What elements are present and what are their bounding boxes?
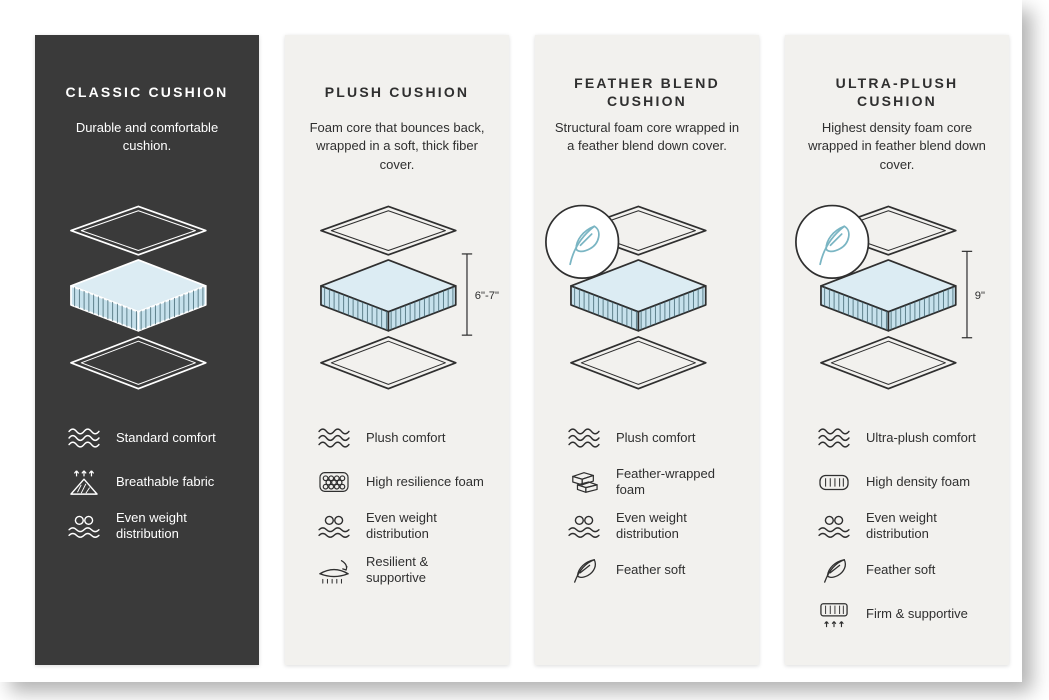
feature-item: Plush comfort [565, 421, 735, 455]
feature-item: Feather-wrapped foam [565, 465, 735, 499]
card-description: Foam core that bounces back, wrapped in … [309, 120, 485, 172]
firm-icon [815, 600, 853, 628]
measurement-label: 6"-7" [475, 290, 499, 302]
feature-label: High density foam [866, 473, 971, 489]
card-description: Structural foam core wrapped in a feathe… [554, 120, 740, 154]
waves-icon [315, 424, 353, 452]
feature-item: Plush comfort [315, 421, 485, 455]
feature-item: Resilient & supportive [315, 553, 485, 587]
weight-distribution-icon [315, 512, 353, 540]
feature-label: Firm & supportive [866, 605, 968, 621]
feature-item: Firm & supportive [815, 597, 985, 631]
waves-icon [65, 424, 103, 452]
feature-label: Even weight distribution [616, 509, 687, 541]
card-feather-blend-cushion: FEATHER BLEND CUSHION Structural foam co… [535, 35, 759, 665]
feature-label: Ultra-plush comfort [866, 429, 976, 445]
infographic-sheet: CLASSIC CUSHION Durable and comfortable … [35, 35, 1009, 665]
density-icon [815, 468, 853, 496]
feature-item: Even weight distribution [65, 509, 235, 543]
card-classic-cushion: CLASSIC CUSHION Durable and comfortable … [35, 35, 259, 665]
feather-badge-icon [795, 204, 870, 279]
feature-item: Even weight distribution [315, 509, 485, 543]
card-description: Durable and comfortable cushion. [75, 120, 219, 154]
measurement-label: 9" [975, 290, 985, 302]
card-description: Highest density foam core wrapped in fea… [808, 120, 986, 172]
feature-label: High resilience foam [366, 473, 484, 489]
cushion-comparison: CLASSIC CUSHION Durable and comfortable … [35, 35, 1009, 665]
feature-label: Breathable fabric [116, 473, 215, 489]
height-measurement: 9" [961, 250, 985, 339]
card-title: FEATHER BLEND CUSHION [574, 74, 720, 109]
feature-list: Plush comfort Feather-wrapped foam Even … [549, 415, 745, 597]
feature-item: Even weight distribution [815, 509, 985, 543]
feature-label: Feather-wrapped foam [616, 465, 715, 497]
cushion-illustration: 9" [795, 181, 995, 415]
breathable-icon [65, 468, 103, 496]
feature-label: Even weight distribution [366, 509, 437, 541]
feature-item: High resilience foam [315, 465, 485, 499]
waves-icon [565, 424, 603, 452]
feature-item: Feather soft [565, 553, 735, 587]
card-title: ULTRA-PLUSH CUSHION [835, 74, 959, 109]
feature-list: Standard comfort Breathable fabric Even … [49, 415, 245, 553]
feature-item: Ultra-plush comfort [815, 421, 985, 455]
card-plush-cushion: PLUSH CUSHION Foam core that bounces bac… [285, 35, 509, 665]
feature-label: Plush comfort [616, 429, 696, 445]
height-measurement: 6"-7" [461, 253, 499, 336]
feature-item: High density foam [815, 465, 985, 499]
feature-label: Even weight distribution [116, 509, 187, 541]
feature-label: Resilient & supportive [366, 553, 429, 585]
feature-item: Even weight distribution [565, 509, 735, 543]
feather-icon [815, 556, 853, 584]
foam-bubbles-icon [315, 468, 353, 496]
feather-badge-icon [545, 204, 620, 279]
feature-label: Even weight distribution [866, 509, 937, 541]
feature-list: Plush comfort High resilience foam Even … [299, 415, 495, 597]
feature-list: Ultra-plush comfort High density foam Ev… [799, 415, 995, 641]
feature-label: Feather soft [616, 561, 686, 577]
weight-distribution-icon [815, 512, 853, 540]
feature-item: Feather soft [815, 553, 985, 587]
feature-item: Standard comfort [65, 421, 235, 455]
cushion-illustration [545, 181, 745, 415]
waves-icon [815, 424, 853, 452]
resilient-icon [315, 556, 353, 584]
feather-icon [565, 556, 603, 584]
card-title: CLASSIC CUSHION [65, 83, 229, 100]
card-ultra-plush-cushion: ULTRA-PLUSH CUSHION Highest density foam… [785, 35, 1009, 665]
feature-item: Breathable fabric [65, 465, 235, 499]
cushion-illustration: 6"-7" [299, 181, 499, 415]
card-title: PLUSH CUSHION [324, 83, 470, 100]
weight-distribution-icon [65, 512, 103, 540]
weight-distribution-icon [565, 512, 603, 540]
cushion-illustration [49, 181, 245, 415]
feature-label: Feather soft [866, 561, 936, 577]
feature-label: Standard comfort [116, 429, 216, 445]
feature-label: Plush comfort [366, 429, 446, 445]
feather-wrapped-icon [565, 468, 603, 496]
